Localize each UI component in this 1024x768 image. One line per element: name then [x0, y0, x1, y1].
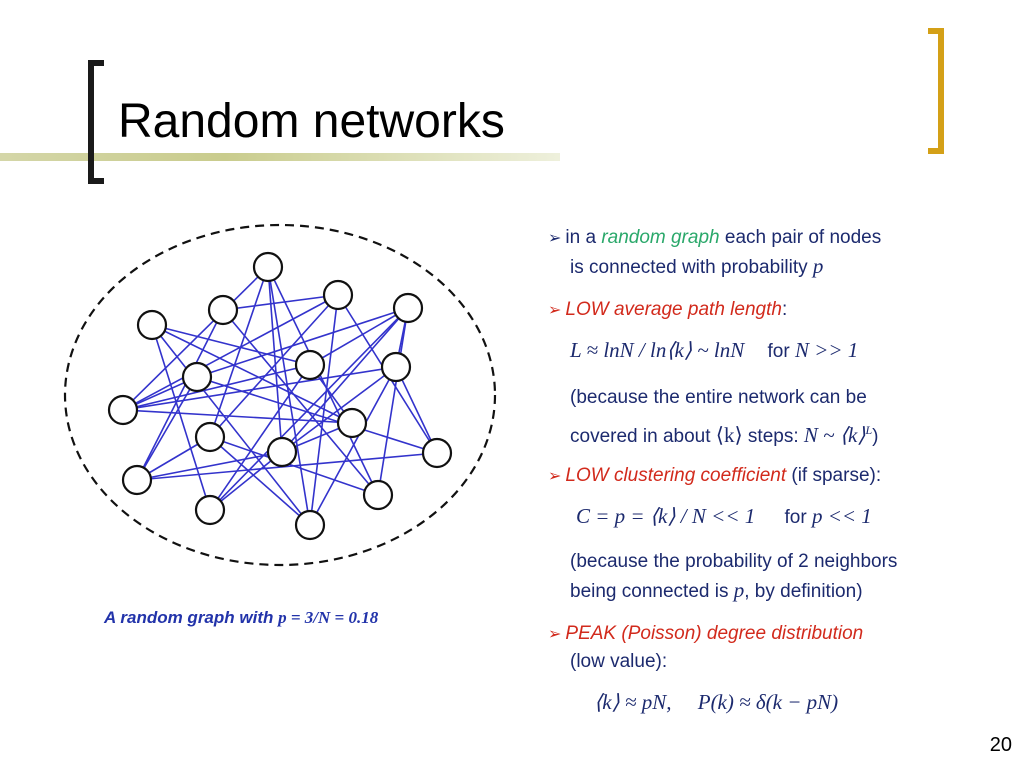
graph-edge	[395, 366, 438, 454]
network-boundary	[63, 223, 497, 567]
graph-edge	[309, 366, 397, 526]
graph-caption: A random graph with p = 3/N = 0.18	[104, 608, 379, 627]
graph-node	[322, 279, 354, 311]
graph-edge	[136, 309, 224, 481]
graph-edge	[122, 409, 353, 424]
graph-edge	[209, 436, 311, 526]
bullet-random-graph-line2: is connected with probability p	[570, 254, 824, 278]
slide-title: Random networks	[118, 95, 505, 148]
graph-edge	[209, 451, 283, 511]
graph-edge	[309, 307, 409, 366]
graph-node	[294, 349, 326, 381]
graph-node	[392, 292, 424, 324]
graph-edge	[222, 309, 379, 496]
path-length-note-line1: (because the entire network can be	[570, 387, 867, 408]
graph-node	[194, 494, 226, 526]
formula-path-length: L ≈ lnN / ln⟨k⟩ ~ lnN for N >> 1	[570, 338, 859, 362]
graph-node	[207, 294, 239, 326]
graph-edge	[136, 452, 438, 481]
graph-edge	[209, 266, 269, 438]
title-underline	[0, 153, 560, 161]
caption-formula: p = 3/N = 0.18	[278, 608, 379, 627]
formula-degree-distribution: ⟨k⟩ ≈ pN, P(k) ≈ δ(k − pN)	[594, 690, 839, 714]
graph-node	[107, 394, 139, 426]
arrow-bullet-icon: ➢	[548, 468, 562, 485]
graph-nodes	[107, 251, 453, 541]
degree-distribution-line2: (low value):	[570, 651, 668, 672]
page-number: 20	[989, 734, 1012, 756]
graph-edge	[196, 307, 409, 378]
graph-node	[421, 437, 453, 469]
graph-edge	[151, 324, 353, 424]
graph-edge	[267, 266, 283, 453]
left-bracket-decoration	[88, 60, 104, 184]
graph-edge	[281, 307, 409, 453]
graph-node	[121, 464, 153, 496]
graph-node	[336, 407, 368, 439]
bullet-clustering: ➢LOW clustering coefficient (if sparse):	[548, 465, 882, 486]
clustering-note-line1: (because the probability of 2 neighbors	[570, 551, 898, 572]
arrow-bullet-icon: ➢	[548, 230, 562, 247]
graph-edge	[136, 376, 198, 481]
graph-node	[136, 309, 168, 341]
right-bracket-decoration	[928, 28, 944, 154]
graph-node	[294, 509, 326, 541]
graph-edge	[377, 307, 409, 496]
bullet-path-length: ➢LOW average path length:	[548, 299, 788, 320]
graph-node	[194, 421, 226, 453]
graph-edge	[209, 294, 339, 438]
arrow-bullet-icon: ➢	[548, 302, 562, 319]
graph-edge	[196, 376, 438, 454]
graph-edge	[281, 366, 397, 453]
graph-edge	[151, 324, 311, 366]
graph-edges	[122, 266, 438, 526]
bullet-random-graph: ➢in a random graph each pair of nodes	[548, 227, 882, 248]
graph-edge	[151, 324, 311, 526]
path-length-note-line2: covered in about ⟨k⟩ steps: N ~ ⟨k⟩L)	[570, 423, 879, 447]
graph-edge	[209, 364, 311, 511]
graph-node	[181, 361, 213, 393]
graph-edge	[122, 294, 339, 411]
graph-edge	[136, 451, 283, 481]
random-graph-diagram	[63, 223, 497, 567]
arrow-bullet-icon: ➢	[548, 626, 562, 643]
clustering-note-line2: being connected is p, by definition)	[570, 578, 863, 602]
formula-clustering: C = p = ⟨k⟩ / N << 1 for p << 1	[576, 504, 872, 528]
graph-edge	[122, 364, 311, 411]
graph-edge	[151, 324, 211, 511]
graph-node	[380, 351, 412, 383]
graph-edge	[267, 266, 379, 496]
graph-node	[252, 251, 284, 283]
graph-edge	[122, 366, 397, 411]
graph-node	[362, 479, 394, 511]
graph-edge	[222, 294, 339, 311]
graph-edge	[209, 307, 409, 511]
graph-edge	[122, 266, 269, 411]
graph-node	[266, 436, 298, 468]
bullet-degree-distribution: ➢PEAK (Poisson) degree distribution	[548, 623, 864, 644]
